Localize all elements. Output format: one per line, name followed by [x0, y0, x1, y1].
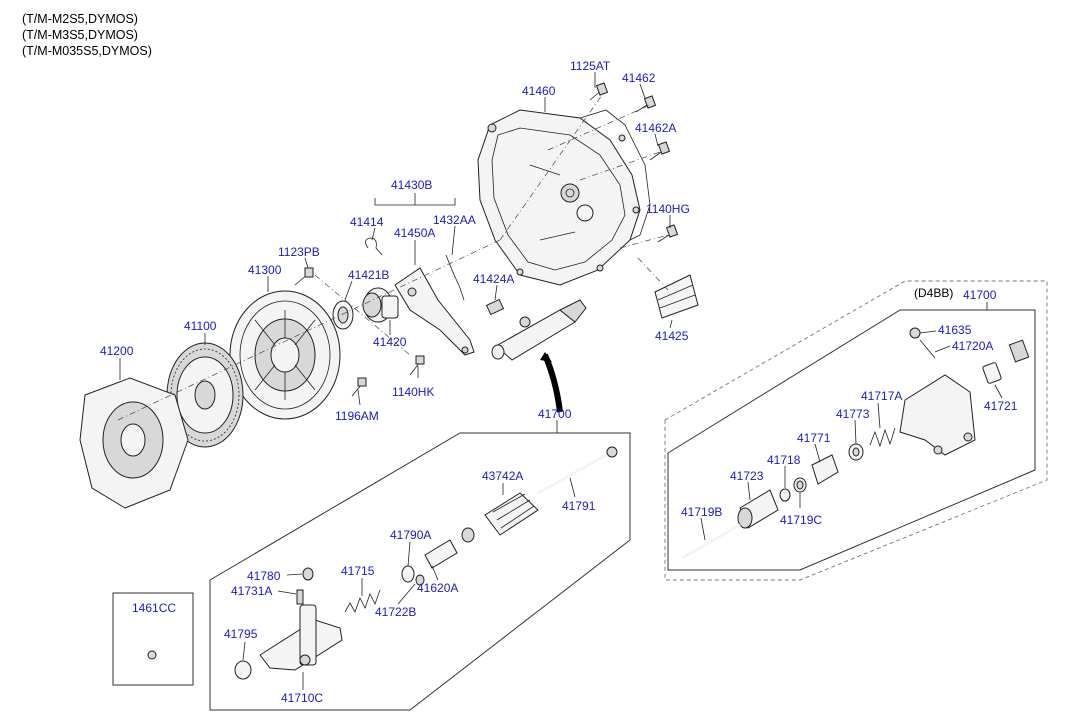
ring-41620a — [401, 565, 425, 586]
cylinder-body-41710c — [259, 604, 343, 671]
label-43742a[interactable]: 43742A — [482, 469, 523, 483]
label-1125at[interactable]: 1125AT — [570, 59, 611, 73]
label-41460[interactable]: 41460 — [522, 84, 556, 98]
ring-41421b — [332, 300, 354, 330]
label-1123pb[interactable]: 1123PB — [278, 245, 320, 259]
cap-41795 — [234, 660, 252, 680]
inset-box-1461cc — [112, 592, 194, 686]
label-41700-main[interactable]: 41700 — [538, 407, 572, 421]
clutch-housing-41460 — [477, 109, 651, 286]
bolt-1196am — [351, 377, 367, 397]
boot-43742a — [484, 492, 539, 536]
label-41462a[interactable]: 41462A — [635, 121, 676, 135]
label-41721[interactable]: 41721 — [984, 399, 1018, 413]
label-41717a[interactable]: 41717A — [861, 389, 902, 403]
label-41200[interactable]: 41200 — [100, 344, 134, 358]
axis-line-1140hg — [619, 234, 669, 249]
ring-41719c — [793, 477, 807, 493]
axis-line-41462 — [547, 104, 651, 151]
ring-41718 — [779, 488, 791, 502]
label-41450a[interactable]: 41450A — [394, 226, 435, 240]
label-41719b[interactable]: 41719B — [681, 505, 722, 519]
label-41718[interactable]: 41718 — [767, 453, 801, 467]
dust-boot-41425 — [654, 274, 699, 319]
spring-41717a — [869, 427, 896, 448]
release-bearing-41420 — [362, 287, 399, 323]
label-1196am[interactable]: 1196AM — [335, 409, 379, 423]
piston-41771 — [811, 454, 839, 485]
variant-label-d4bb: (D4BB) — [914, 286, 953, 300]
spring-41715 — [344, 589, 381, 613]
inset-part-1461cc — [147, 650, 157, 660]
label-41421b[interactable]: 41421B — [348, 268, 389, 282]
label-41715[interactable]: 41715 — [341, 564, 375, 578]
push-rod-41791 — [537, 446, 618, 495]
label-41100[interactable]: 41100 — [184, 319, 217, 333]
pressure-plate-41300 — [229, 290, 341, 420]
clutch-disc-41100 — [166, 342, 244, 448]
seal-41773 — [848, 443, 864, 461]
bolt-41462 — [635, 95, 657, 113]
bolt-1140hg — [657, 224, 679, 243]
label-1432aa[interactable]: 1432AA — [433, 213, 476, 227]
label-41420[interactable]: 41420 — [373, 335, 407, 349]
label-1461cc[interactable]: 1461CC — [132, 601, 176, 615]
label-41795[interactable]: 41795 — [224, 627, 258, 641]
label-41635[interactable]: 41635 — [938, 323, 972, 337]
clutch-cover-41200 — [79, 377, 189, 509]
label-41720a[interactable]: 41720A — [952, 339, 993, 353]
label-41424a[interactable]: 41424A — [473, 272, 514, 286]
axis-line-41462a — [579, 151, 661, 181]
bolt-41462a — [649, 141, 671, 161]
label-41425[interactable]: 41425 — [655, 329, 689, 343]
fitting-41424a — [485, 298, 505, 316]
label-41700-d4bb[interactable]: 41700 — [963, 288, 997, 302]
spring-clip-41414 — [365, 237, 383, 256]
model-note-1: (T/M-M2S5,DYMOS) — [22, 12, 138, 26]
label-41719c[interactable]: 41719C — [780, 513, 822, 527]
label-41791[interactable]: 41791 — [562, 499, 596, 513]
fitting-41790a — [424, 527, 475, 569]
cylinder-41721-body — [899, 374, 976, 456]
label-41790a[interactable]: 41790A — [390, 528, 431, 542]
label-41414[interactable]: 41414 — [350, 215, 384, 229]
boot-41723 — [737, 489, 779, 529]
label-41430b[interactable]: 41430B — [391, 178, 432, 192]
bleeder-41731a — [296, 589, 304, 605]
model-note-2: (T/M-M3S5,DYMOS) — [22, 28, 138, 42]
label-1140hk[interactable]: 1140HK — [392, 385, 434, 399]
axis-line-41425 — [637, 257, 669, 291]
label-41723[interactable]: 41723 — [730, 469, 764, 483]
model-note-3: (T/M-M035S5,DYMOS) — [22, 44, 152, 58]
label-41771[interactable]: 41771 — [797, 431, 831, 445]
slave-cylinder-assembly — [491, 299, 587, 361]
callout-arrowhead — [540, 352, 552, 362]
spring-1432aa — [445, 254, 465, 301]
bolt-1140hk — [409, 355, 425, 376]
label-41731a[interactable]: 41731A — [231, 584, 272, 598]
label-41773[interactable]: 41773 — [836, 407, 870, 421]
label-41300[interactable]: 41300 — [248, 263, 282, 277]
callout-arrow — [542, 353, 563, 413]
d4bb-dashed-box — [664, 280, 1048, 581]
bolt-1125at — [589, 82, 609, 101]
rod-41719b — [681, 523, 741, 560]
label-41462[interactable]: 41462 — [622, 71, 656, 85]
axis-line-1125at — [499, 94, 603, 241]
label-41620a[interactable]: 41620A — [417, 581, 458, 595]
bolt-1123pb — [294, 267, 314, 286]
release-fork-41450a — [394, 267, 475, 356]
label-41722b[interactable]: 41722B — [375, 605, 416, 619]
label-41780[interactable]: 41780 — [247, 569, 281, 583]
cap-41780 — [302, 567, 314, 581]
label-41710c[interactable]: 41710C — [281, 691, 323, 705]
fitting-41721 — [982, 339, 1030, 384]
label-1140hg[interactable]: 1140HG — [646, 202, 690, 216]
leader-lines — [119, 72, 1003, 690]
axis-line-main — [117, 239, 501, 421]
